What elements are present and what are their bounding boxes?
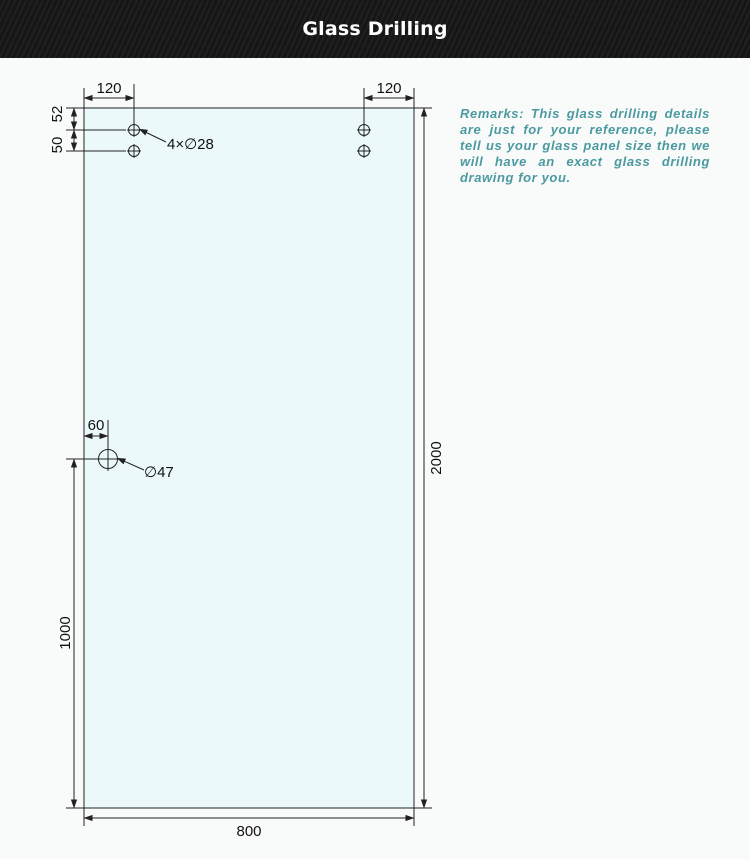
dim-hole-spacing: 50	[49, 137, 66, 154]
hole-top-right-1	[357, 123, 371, 137]
dim-panel-height: 2000	[428, 441, 445, 474]
dim-top-right-offset: 120	[376, 80, 401, 97]
page-header: Glass Drilling	[0, 0, 750, 58]
page-title: Glass Drilling	[302, 18, 448, 40]
dim-panel-width: 800	[236, 823, 261, 840]
dim-top-edge-to-hole: 52	[49, 106, 66, 123]
hole-top-right-2	[357, 144, 371, 158]
dim-handle-height: 1000	[57, 616, 74, 649]
leader-small-holes	[138, 128, 167, 143]
handle-hole	[96, 447, 120, 471]
dim-top-left-offset: 120	[96, 80, 121, 97]
remarks-note: Remarks: This glass drilling details are…	[460, 106, 710, 185]
hole-top-left-1	[127, 123, 141, 137]
label-handle-hole: ∅47	[144, 464, 174, 481]
glass-panel	[83, 107, 415, 809]
hole-top-left-2	[127, 144, 141, 158]
dim-handle-offset: 60	[88, 417, 105, 434]
leader-handle-hole	[116, 457, 145, 471]
label-small-holes: 4×∅28	[167, 136, 214, 153]
